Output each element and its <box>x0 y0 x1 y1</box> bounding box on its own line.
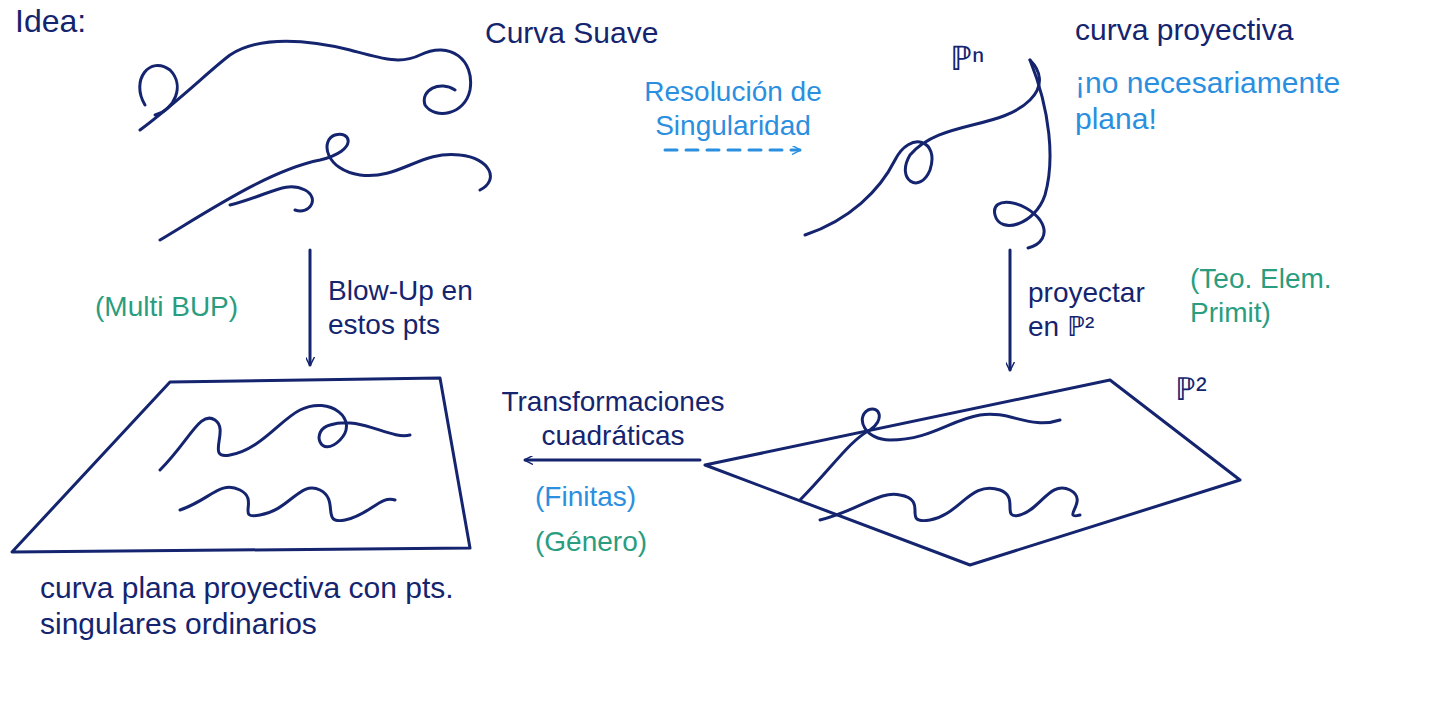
curve-stroke <box>800 409 1060 500</box>
plane-outline <box>12 378 470 552</box>
arrow-connector <box>525 459 700 462</box>
plane-outline <box>705 380 1240 565</box>
curve-stroke <box>820 488 1080 521</box>
smooth-curve-region: Curva Suave <box>120 10 665 250</box>
arrow-connector <box>309 250 312 365</box>
curve-name: Curva Suave <box>485 15 658 51</box>
curve-stroke <box>230 187 312 211</box>
space-symbol: ℙ² <box>1175 370 1207 408</box>
curve-stroke <box>995 60 1050 248</box>
side-note: (Finitas) <box>535 480 636 514</box>
edge-label: proyectar en ℙ² <box>1028 276 1178 343</box>
edge-label: Resolución de Singularidad <box>618 75 848 142</box>
curve-stroke <box>160 134 490 240</box>
title: Idea: <box>15 2 86 40</box>
curve-stroke <box>805 60 1039 235</box>
edge-label: Blow-Up en estos pts <box>328 274 508 341</box>
curve-name: curva proyectiva <box>1075 12 1293 48</box>
arrow-connector <box>1009 250 1012 370</box>
projective-curve <box>805 60 1050 248</box>
arrow-connector <box>665 149 800 152</box>
curve-name: curva plana proyectiva con pts. singular… <box>40 570 510 642</box>
projective-curve-region: ℙⁿ curva proyectiva ¡no necesariamente pla… <box>800 10 1440 250</box>
curve-stroke <box>140 65 177 115</box>
edge-label: Transformaciones cuadráticas <box>488 385 738 452</box>
side-note: (Multi BUP) <box>95 290 238 324</box>
plane-region: ℙ² <box>700 370 1260 570</box>
space-symbol: ℙⁿ <box>950 38 984 79</box>
curve-stroke <box>180 487 395 520</box>
curve-stroke <box>160 405 410 470</box>
side-note: (Género) <box>535 525 647 559</box>
curve-stroke <box>140 41 471 130</box>
note: ¡no necesariamente plana! <box>1075 65 1365 137</box>
plane-curve-region: curva plana proyectiva con pts. singular… <box>5 365 525 705</box>
smooth-curve <box>140 41 491 240</box>
side-note: (Teo. Elem. Primit) <box>1190 262 1360 329</box>
